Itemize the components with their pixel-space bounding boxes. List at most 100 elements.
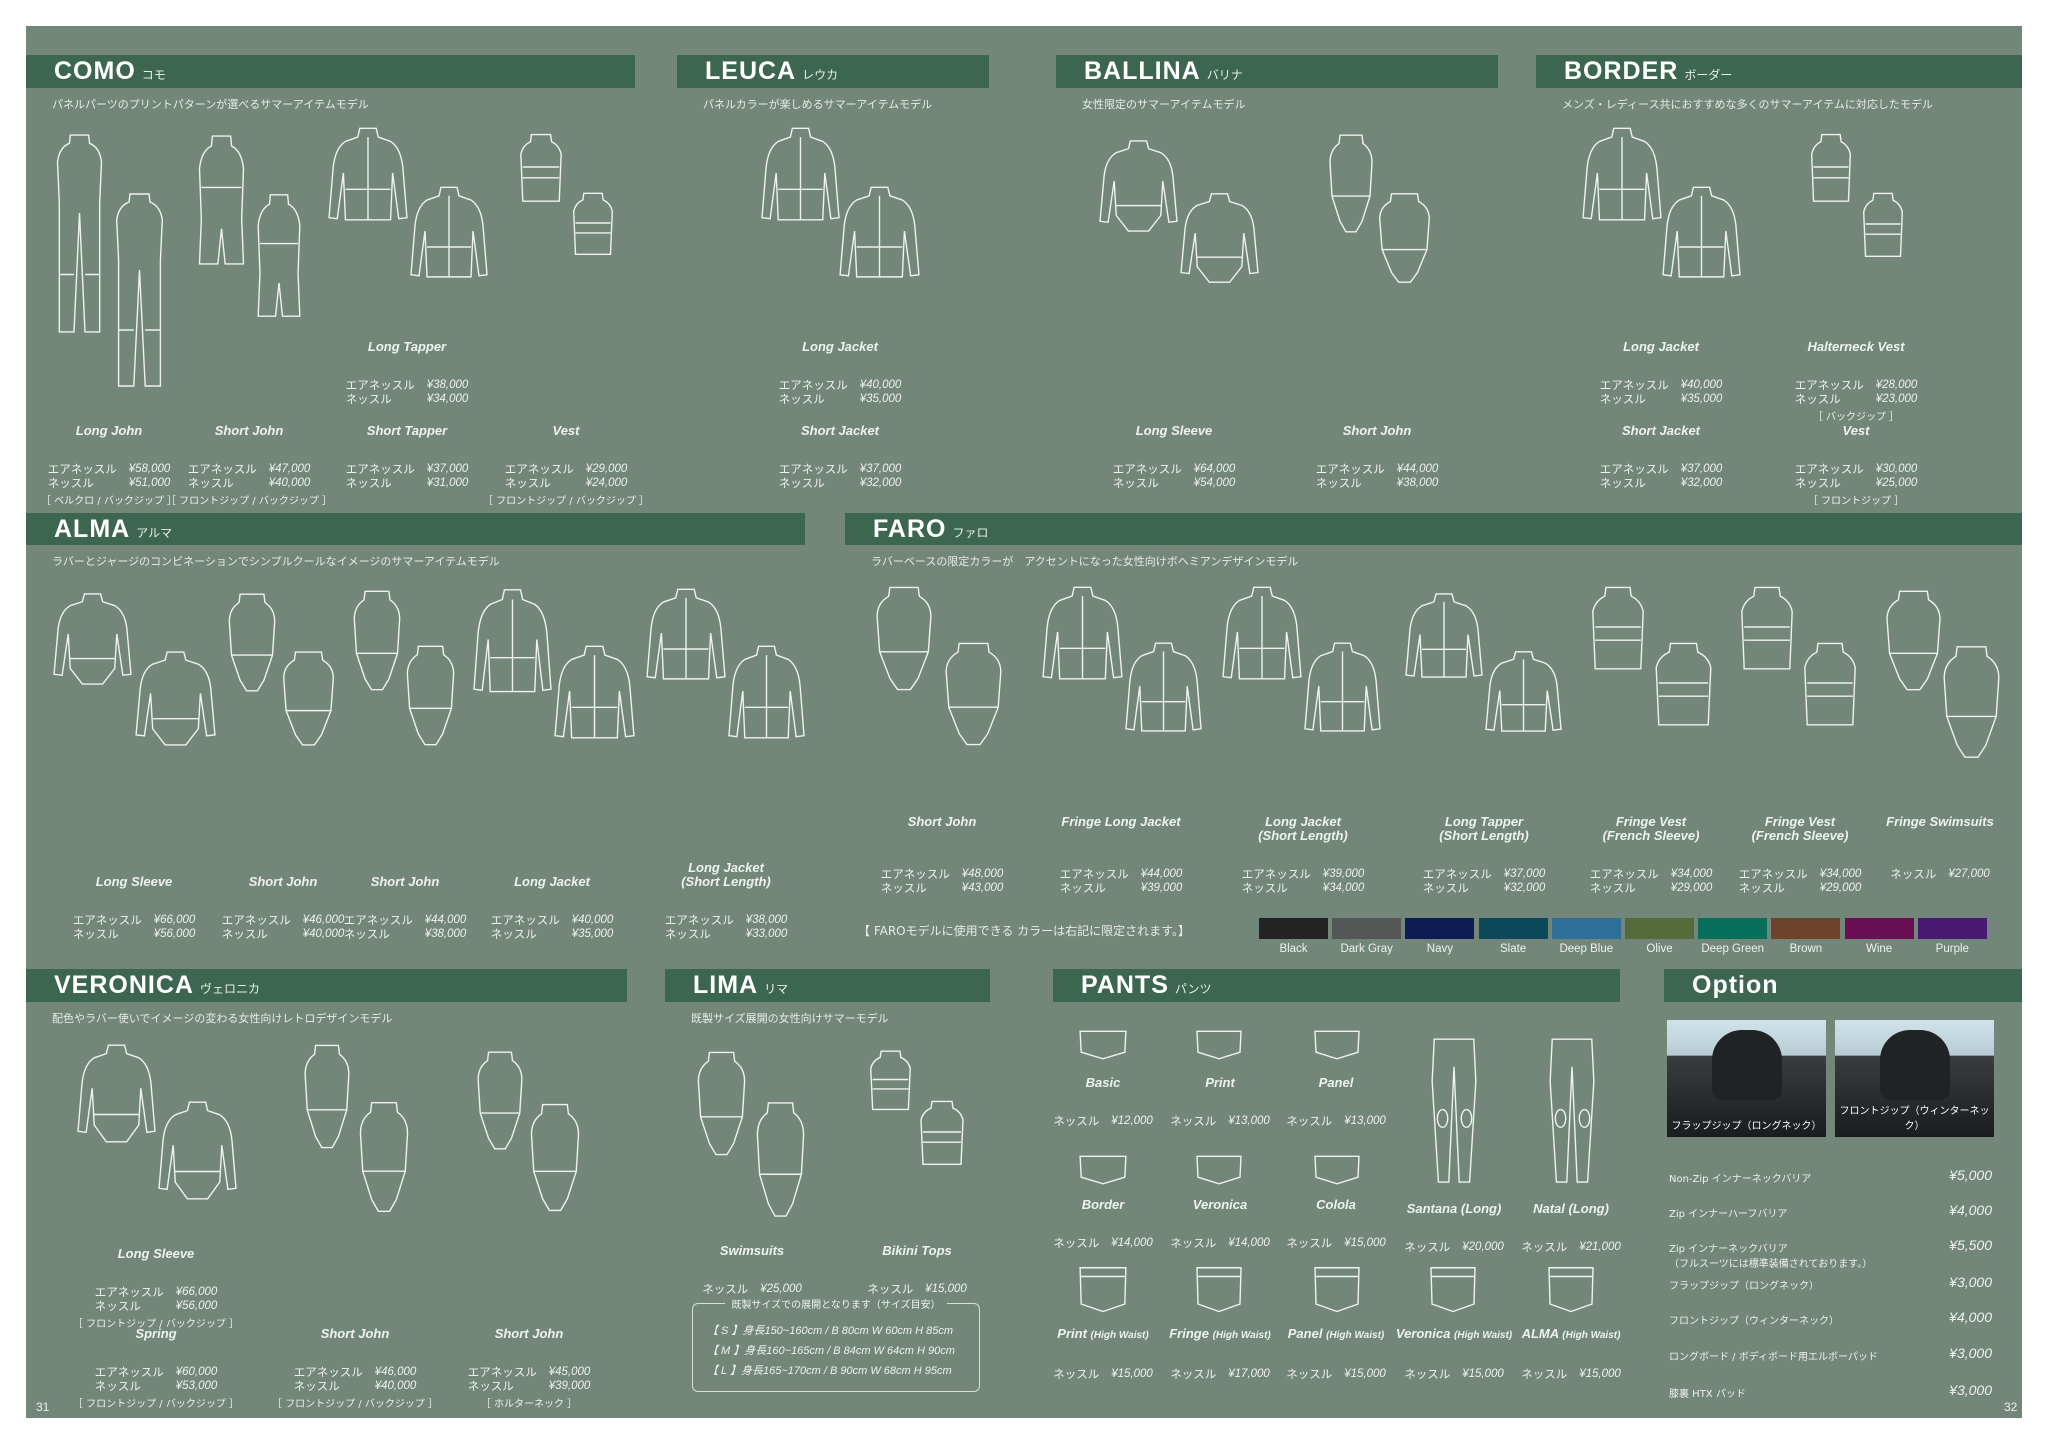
price-air: ¥30,000 [1875,463,1918,475]
como-kana: コモ [141,68,166,82]
product-name-text: Long Sleeve [1135,423,1213,438]
price-label-air: エアネッスル [1589,867,1659,881]
option-price: ¥5,000 [1949,1167,1992,1183]
product-name-text: Natal (Long) [1533,1201,1609,1216]
product-item: Natal (Long) ネッスル¥21,000 [1496,1202,1646,1255]
product-name: Fringe (High Waist) [1145,1327,1295,1343]
price-air: ¥37,000 [1680,463,1723,475]
product-name: Long Sleeve [1074,424,1274,438]
wetsuit-collar-image [1880,1030,1950,1100]
color-swatch-label: Brown [1789,943,1823,955]
product-item: Fringe Vest (French Sleeve)エアネッスル¥34,000… [1551,815,1751,896]
faro-kana: ファロ [952,525,989,540]
price-std: ¥25,000 [760,1283,802,1295]
product-name-text: Long Jacket [802,339,878,354]
option-note: （フルスーツには標準装備されております。） [1669,1259,1873,1270]
price-std: ¥29,000 [1670,882,1713,894]
price-label-air: エアネッスル [1422,867,1492,881]
border-kana: ボーダー [1684,68,1733,82]
color-swatch-label: Navy [1426,943,1453,955]
price-label-std: ネッスル [1521,1367,1568,1381]
price-std: ¥24,000 [585,477,628,489]
price-std: ¥15,000 [1344,1237,1386,1249]
price-label-std: ネッスル [1053,1114,1100,1128]
price-label-std: ネッスル [867,1282,914,1296]
price-label-std: ネッスル [293,1379,340,1393]
product-name-text: Colola [1316,1197,1356,1212]
option-price: ¥3,000 [1949,1382,1992,1398]
price-std: ¥20,000 [1462,1241,1504,1253]
price-air: ¥34,000 [1819,868,1862,880]
price-air: ¥34,000 [1670,868,1713,880]
alma-title: ALMA [54,514,131,543]
product-name-text: Veronica [1395,1326,1451,1341]
price-label-std: ネッスル [1794,392,1841,406]
price-label-std: ネッスル [490,927,537,941]
color-swatch-label: Olive [1646,943,1673,955]
option-item: Non-Zip インナーネックバリア¥5,000 [1669,1167,1992,1185]
price-label-air: エアネッスル [1315,462,1385,476]
color-swatch-navy [1405,918,1475,939]
product-item: Panel (High Waist)ネッスル¥15,000 [1261,1327,1411,1382]
size-row: 【 S 】身長150~160cm / B 80cm W 60cm H 85cm [707,1325,954,1337]
product-name: Short John [255,1327,455,1341]
price-std: ¥40,000 [302,928,345,940]
color-swatch-wine [1844,918,1914,939]
option-item: ロングボード / ボディボード用エルボーパッド¥3,000 [1669,1345,1992,1363]
price-label-std: ネッスル [221,927,268,941]
product-name: Fringe Long Jacket [1021,815,1221,843]
price-label-std: ネッスル [1286,1114,1333,1128]
price-list: ネッスル¥13,000 [1170,1114,1270,1128]
option-header: Option [1664,969,2022,1002]
price-label-std: ネッスル [702,1282,749,1296]
product-name-text: Fringe Vest (French Sleeve) [1751,814,1849,843]
price-label-std: ネッスル [504,476,551,490]
price-label-air: エアネッスル [1241,867,1311,881]
leuca-description: パネルカラーが楽しめるサマーアイテムモデル [703,98,933,111]
price-std: ¥40,000 [374,1380,417,1392]
price-std: ¥29,000 [1819,882,1862,894]
size-chart-title-wrap: 既製サイズでの展開となります（サイズ目安） [693,1296,979,1311]
product-name-sub: (High Waist) [1562,1330,1621,1341]
product-name-sub: (High Waist) [1212,1330,1271,1341]
product-name: Short John [429,1327,629,1341]
price-label-air: エアネッスル [880,867,950,881]
product-name-text: ALMA [1521,1326,1559,1341]
product-name: Short John [1277,424,1477,438]
option-price: ¥3,000 [1949,1274,1992,1290]
price-list: ネッスル¥21,000 [1521,1240,1621,1254]
leuca-title: LEUCA [705,57,797,85]
color-swatch-purple [1917,918,1987,939]
product-name: Long Jacket [740,340,940,354]
price-std: ¥38,000 [1396,477,1439,489]
product-name: Short Jacket [1561,424,1761,438]
price-air: ¥28,000 [1875,379,1918,391]
color-swatch-label: Wine [1865,943,1893,955]
ballina-title: BALLINA [1084,57,1201,85]
color-swatch-slate [1478,918,1548,939]
price-std: ¥27,000 [1948,868,1990,880]
price-label-std: ネッスル [47,476,94,490]
price-label-air: エアネッスル [1794,378,1864,392]
price-label-air: エアネッスル [94,1285,164,1299]
